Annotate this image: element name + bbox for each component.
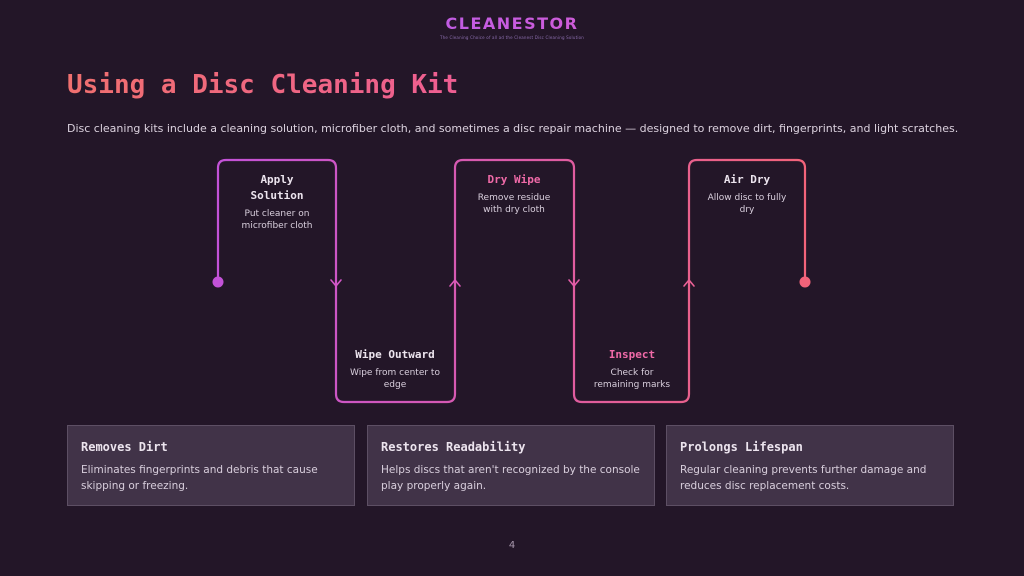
benefit-card-restores-readability: Restores Readability Helps discs that ar… bbox=[367, 425, 655, 506]
brand-logo: CLEANESTOR The Cleaning Choice of all ad… bbox=[0, 14, 1024, 40]
logo-tagline: The Cleaning Choice of all ad the Cleane… bbox=[439, 35, 585, 40]
benefit-card-prolongs-lifespan: Prolongs Lifespan Regular cleaning preve… bbox=[666, 425, 954, 506]
card-text: Regular cleaning prevents further damage… bbox=[680, 464, 927, 492]
step-title: Air Dry bbox=[723, 173, 771, 186]
step-dry-wipe: Dry Wipe Remove residue with dry cloth bbox=[459, 172, 569, 216]
step-title: Apply Solution bbox=[250, 173, 304, 202]
step-title: Wipe Outward bbox=[355, 348, 435, 361]
step-apply-solution: Apply Solution Put cleaner on microfiber… bbox=[222, 172, 332, 232]
step-description: Check for remaining marks bbox=[593, 368, 671, 390]
step-description: Put cleaner on microfiber cloth bbox=[241, 209, 313, 231]
step-description: Wipe from center to edge bbox=[350, 368, 440, 390]
step-description: Remove residue with dry cloth bbox=[477, 193, 551, 215]
benefit-card-removes-dirt: Removes Dirt Eliminates fingerprints and… bbox=[67, 425, 355, 506]
card-text: Helps discs that aren't recognized by th… bbox=[381, 464, 640, 492]
page-number: 4 bbox=[508, 540, 516, 551]
flow-path bbox=[216, 158, 807, 404]
down-arrow-icon bbox=[330, 279, 342, 287]
step-inspect: Inspect Check for remaining marks bbox=[577, 347, 687, 391]
page-subtitle: Disc cleaning kits include a cleaning so… bbox=[67, 122, 959, 135]
step-title: Inspect bbox=[608, 348, 656, 361]
step-wipe-outward: Wipe Outward Wipe from center to edge bbox=[340, 347, 450, 391]
flow-start-dot bbox=[212, 276, 224, 288]
flow-end-dot bbox=[799, 276, 811, 288]
page-title: Using a Disc Cleaning Kit bbox=[67, 70, 459, 100]
logo-wordmark: CLEANESTOR bbox=[0, 14, 1024, 33]
step-description: Allow disc to fully dry bbox=[707, 193, 787, 215]
card-title: Removes Dirt bbox=[81, 440, 168, 454]
step-air-dry: Air Dry Allow disc to fully dry bbox=[692, 172, 802, 216]
up-arrow-icon bbox=[683, 279, 695, 287]
down-arrow-icon bbox=[568, 279, 580, 287]
up-arrow-icon bbox=[449, 279, 461, 287]
step-title: Dry Wipe bbox=[487, 173, 541, 186]
card-title: Prolongs Lifespan bbox=[680, 440, 803, 454]
card-text: Eliminates fingerprints and debris that … bbox=[81, 464, 318, 492]
card-title: Restores Readability bbox=[381, 440, 526, 454]
